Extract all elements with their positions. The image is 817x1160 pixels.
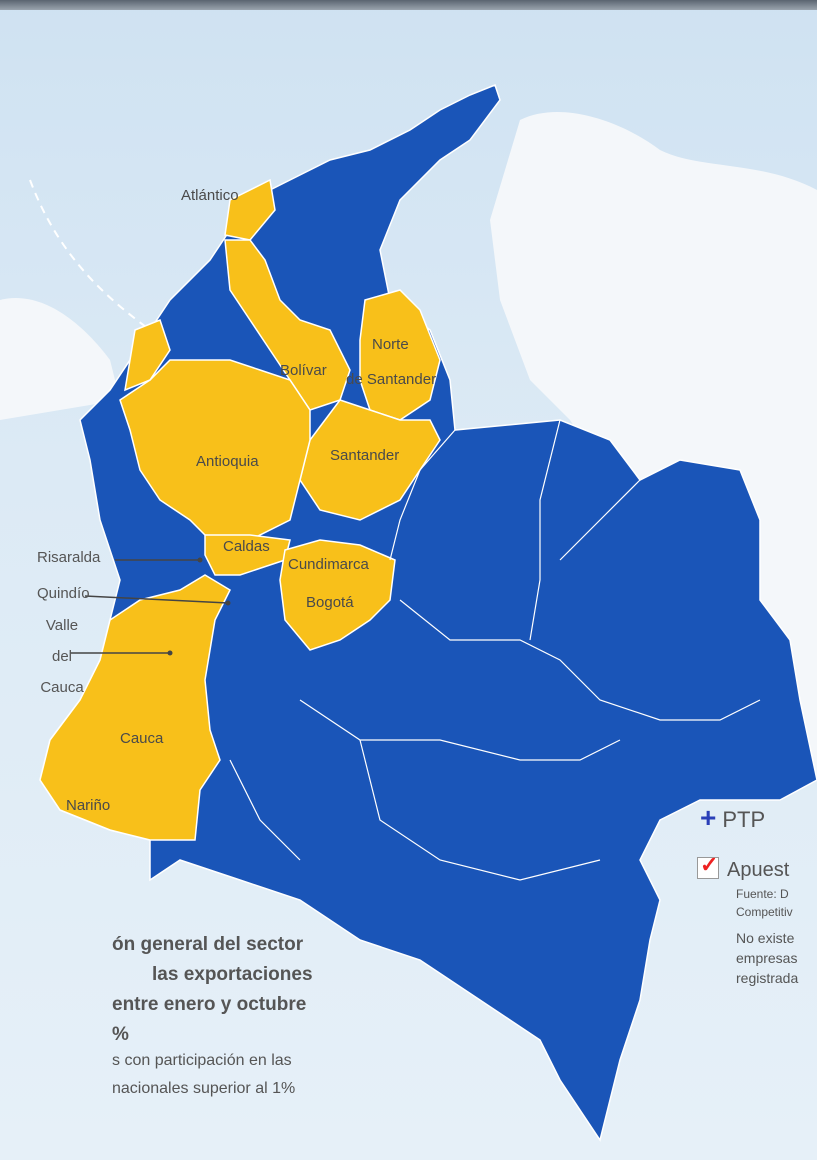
desc-line-2: las exportaciones [152,964,313,985]
region-antioquia [119,359,311,541]
label-caldas: Caldas [223,538,270,555]
desc-line-5: s con participación en las [112,1052,292,1069]
label-narino: Nariño [66,797,110,814]
region-west-strip [124,319,171,392]
label-bogota: Bogotá [306,594,354,611]
legend-ptp: +PTP [700,802,765,834]
source-line-2: Competitiv [736,905,793,919]
label-cundinamarca: Cundimarca [288,556,370,573]
label-risaralda: Risaralda [37,549,101,566]
plus-icon: + [700,802,717,833]
desc-line-1: ón general del sector [112,934,304,955]
note-line-3: registrada [736,970,799,986]
checkmark-icon [697,852,719,879]
legend-apuesta-label: Apuest [727,859,790,881]
note-line-1: No existe [736,930,795,946]
label-santander: Santander [330,447,399,464]
region-caldas [204,534,291,576]
label-valle-2: del [51,648,73,665]
desc-line-3: entre enero y octubre [112,994,307,1015]
label-quindio: Quindío [37,585,90,602]
top-bar [0,0,817,10]
legend-apuesta: Apuest [697,852,790,882]
region-bolivar [224,239,351,411]
region-cundinamarca-bogota [279,539,396,651]
label-norte-1: Norte [372,336,409,353]
region-norte-santander [359,289,441,421]
boundaries [229,419,761,881]
label-cauca: Cauca [120,730,164,747]
note-line-2: empresas [736,950,798,966]
desc-line-6: nacionales superior al 1% [112,1080,296,1097]
label-antioquia: Antioquia [196,453,259,470]
region-valle-cauca-narino [39,574,231,841]
label-norte-2: de Santander [346,371,436,388]
label-valle-1: Valle [45,617,79,634]
neighbor-land-west [0,298,120,420]
label-valle-3: Cauca [40,679,84,696]
region-blue-base [39,84,817,1142]
dashed-line [29,179,151,331]
legend-note: No existe empresas registrada [736,928,798,988]
leader-lines [70,559,229,654]
label-atlantico: Atlántico [181,187,239,204]
legend-ptp-label: PTP [722,807,766,832]
region-atlantico [224,178,276,241]
source-line-1: Fuente: D [736,887,789,901]
legend-source: Fuente: D Competitiv [736,885,793,921]
label-bolivar: Bolívar [280,362,327,379]
desc-line-4: % [112,1024,129,1045]
